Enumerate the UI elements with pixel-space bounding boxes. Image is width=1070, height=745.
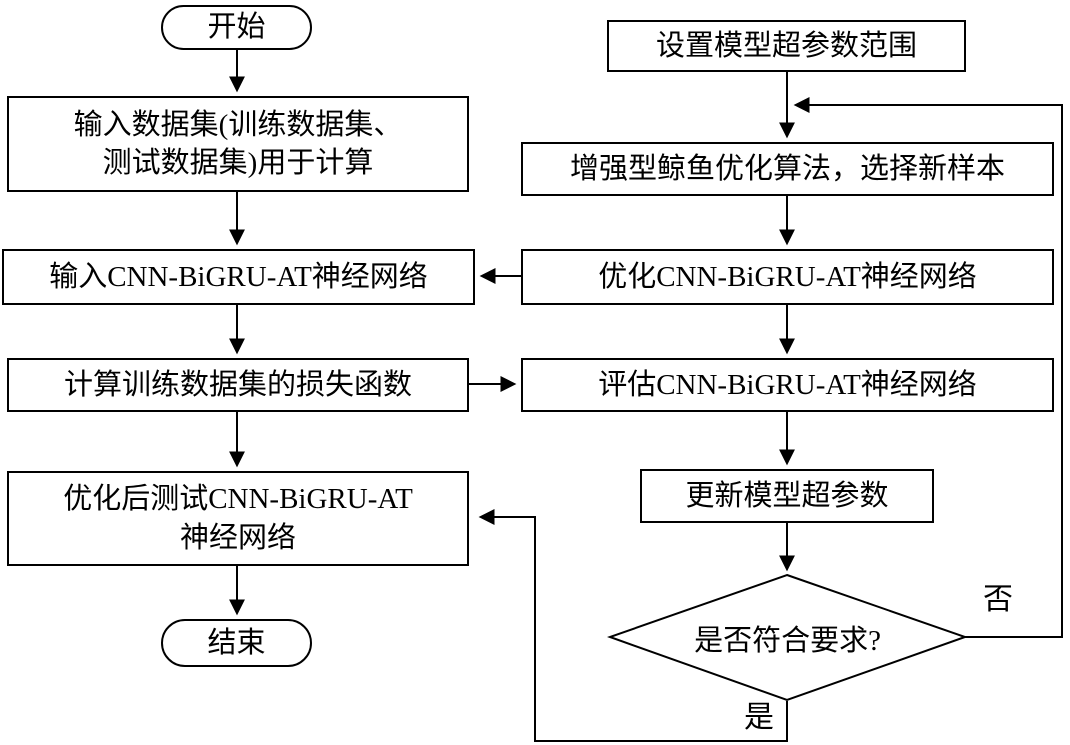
node-decision: 是否符合要求? <box>610 575 965 700</box>
node-evaluate-cnn: 评估CNN-BiGRU-AT神经网络 <box>521 358 1054 412</box>
node-end-label: 结束 <box>207 626 266 659</box>
node-ewoa-label: 增强型鲸鱼优化算法，选择新样本 <box>569 152 1005 185</box>
node-set-range: 设置模型超参数范围 <box>607 20 966 72</box>
branch-label-yes: 是 <box>744 701 774 734</box>
arrow-decision-yes-to-test-optimized <box>478 509 788 742</box>
node-update-params-label: 更新模型超参数 <box>685 479 889 512</box>
node-input-dataset-line1: 输入数据集(训练数据集、 <box>73 108 403 141</box>
node-start: 开始 <box>161 5 312 50</box>
node-input-dataset-line2: 测试数据集)用于计算 <box>102 147 374 179</box>
node-optimize-cnn: 优化CNN-BiGRU-AT神经网络 <box>521 249 1054 305</box>
node-update-params: 更新模型超参数 <box>640 469 934 523</box>
node-end: 结束 <box>161 619 312 667</box>
node-test-optimized: 优化后测试CNN-BiGRU-AT 神经网络 <box>7 471 469 566</box>
node-input-cnn-label: 输入CNN-BiGRU-AT神经网络 <box>49 260 428 293</box>
branch-label-no: 否 <box>983 583 1013 616</box>
node-compute-loss: 计算训练数据集的损失函数 <box>7 358 469 412</box>
node-test-optimized-line1: 优化后测试CNN-BiGRU-AT <box>63 483 413 516</box>
node-optimize-cnn-label: 优化CNN-BiGRU-AT神经网络 <box>598 260 977 293</box>
node-test-optimized-line2: 神经网络 <box>179 521 296 554</box>
node-set-range-label: 设置模型超参数范围 <box>655 29 917 62</box>
node-evaluate-cnn-label: 评估CNN-BiGRU-AT神经网络 <box>598 368 977 401</box>
node-start-label: 开始 <box>207 11 266 44</box>
decision-diamond-shape <box>606 573 969 702</box>
node-decision-label: 是否符合要求? <box>694 624 881 657</box>
node-input-cnn: 输入CNN-BiGRU-AT神经网络 <box>2 249 475 305</box>
node-compute-loss-label: 计算训练数据集的损失函数 <box>63 368 412 401</box>
node-ewoa: 增强型鲸鱼优化算法，选择新样本 <box>521 142 1054 196</box>
arrow-decision-no-feedback <box>793 97 1063 638</box>
node-input-dataset: 输入数据集(训练数据集、 测试数据集)用于计算 <box>7 96 469 192</box>
